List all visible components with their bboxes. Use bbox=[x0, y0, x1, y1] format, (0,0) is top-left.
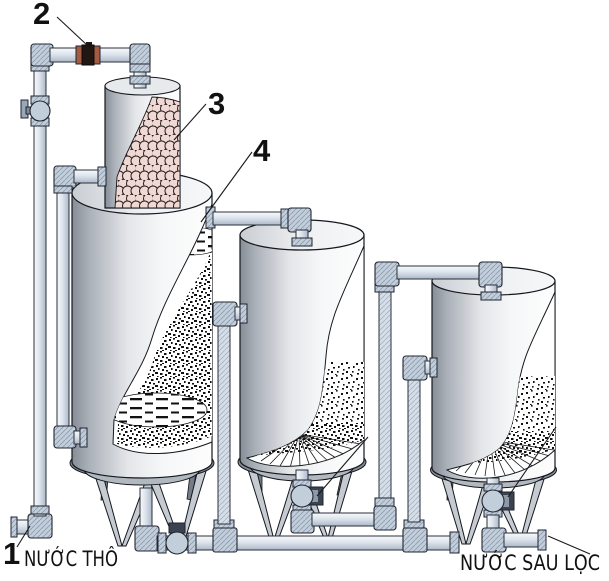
outlet-stub-pipe bbox=[503, 532, 543, 548]
tank3-feed-riser bbox=[378, 275, 392, 507]
raw-water-label: NƯỚC THÔ bbox=[24, 546, 118, 571]
valve-handle-knob bbox=[312, 490, 318, 502]
riser2-top-elbow bbox=[212, 301, 238, 327]
tank2-drain-elbow bbox=[290, 509, 315, 534]
tank2-drain-valve bbox=[290, 479, 324, 513]
manifold-tee-1 bbox=[212, 527, 238, 553]
tank1-drain-pipe bbox=[139, 487, 153, 531]
tank1-to-tank2-pipe bbox=[205, 206, 313, 247]
feed-valve-2 bbox=[75, 42, 101, 66]
feed-valve-flange bbox=[75, 45, 83, 65]
outlet-elbow bbox=[481, 527, 507, 553]
valve-handle-knob bbox=[503, 495, 509, 507]
filtered-water-label: NƯỚC SAU LỌC bbox=[460, 550, 600, 575]
manifold-tee-2 bbox=[402, 527, 428, 553]
callout-1-leader bbox=[16, 525, 31, 548]
top-right-elbow bbox=[129, 43, 151, 67]
text-labels: 2 3 4 1 NƯỚC THÔ NƯỚC SAU LỌC bbox=[3, 0, 600, 575]
tank1-side-top-elbow bbox=[53, 165, 77, 189]
tank3-inlet-flange bbox=[480, 291, 502, 301]
tank1-side-coupler bbox=[53, 185, 73, 194]
valve-flange bbox=[187, 532, 197, 554]
tank1-side-bottom-flange bbox=[79, 427, 88, 448]
outlet-cap bbox=[537, 529, 547, 551]
feed-valve-body bbox=[81, 44, 95, 66]
drain-manifold bbox=[134, 301, 460, 555]
feed-valve-flange bbox=[93, 45, 101, 65]
tank3-drain-valve bbox=[481, 483, 515, 518]
tank2-to-tank3-piping bbox=[290, 261, 503, 534]
raw-water-inlet-piping bbox=[10, 42, 151, 539]
valve-body bbox=[165, 531, 189, 555]
sedimentation-tank-1 bbox=[69, 171, 215, 547]
tank1-side-bottom-elbow bbox=[53, 425, 77, 449]
aerator-column bbox=[104, 76, 181, 209]
tank3-overflow-riser bbox=[407, 371, 421, 523]
callout-2: 2 bbox=[33, 0, 50, 31]
tank1-bottom-water bbox=[113, 393, 207, 427]
riser-coupler bbox=[30, 505, 50, 515]
tank2-inlet-flange bbox=[291, 237, 313, 247]
callout-4-leader bbox=[200, 151, 253, 223]
riser-bottom-elbow bbox=[373, 505, 397, 531]
tank2-overflow-riser bbox=[217, 315, 231, 525]
aerator-inlet-flange bbox=[129, 75, 151, 85]
tank3-valve-leader bbox=[507, 426, 557, 498]
valve-body bbox=[481, 489, 505, 513]
filter-tank-2 bbox=[237, 219, 367, 541]
tank2-valve-leader bbox=[316, 436, 369, 497]
filtered-water-leader bbox=[547, 535, 591, 555]
transfer-pipe-1 bbox=[212, 211, 288, 226]
aerator-ball-media bbox=[114, 96, 181, 209]
tank1-side-pipe bbox=[53, 165, 107, 449]
inlet-cap bbox=[10, 516, 18, 538]
callout-3-leader bbox=[173, 103, 207, 141]
aerator-inlet-coupler bbox=[129, 63, 151, 73]
riser3-top-elbow bbox=[402, 355, 428, 381]
valve-flange bbox=[157, 532, 167, 554]
callout-4: 4 bbox=[253, 133, 271, 168]
callout-1: 1 bbox=[3, 536, 20, 571]
manifold-left-elbow bbox=[134, 525, 160, 552]
inlet-elbow bbox=[27, 513, 53, 539]
valve-body bbox=[290, 484, 314, 508]
tank1-side-riser bbox=[56, 185, 70, 433]
callout-3: 3 bbox=[208, 86, 225, 121]
riser-valve bbox=[20, 95, 51, 127]
leader-lines bbox=[16, 16, 591, 555]
callout-2-leader bbox=[56, 16, 88, 46]
tank2-overflow-flange bbox=[239, 303, 248, 324]
tank1-side-top-flange bbox=[97, 166, 107, 187]
left-riser-pipe bbox=[33, 63, 47, 517]
tank3-feed-top-pipe bbox=[396, 265, 482, 280]
riser-coupler-low bbox=[374, 497, 395, 507]
manifold-drain-valve bbox=[157, 522, 197, 555]
tank2-transfer-bottom-pipe bbox=[311, 512, 377, 527]
transfer-elbow-1 bbox=[287, 207, 312, 233]
filtered-water-outlet-piping bbox=[481, 477, 547, 553]
riser-top-elbow bbox=[374, 261, 400, 287]
valve-body bbox=[29, 100, 51, 122]
tank3-inlet-elbow bbox=[478, 261, 503, 288]
tank3-overflow-flange bbox=[429, 357, 438, 378]
manifold-end-cap bbox=[449, 531, 460, 554]
